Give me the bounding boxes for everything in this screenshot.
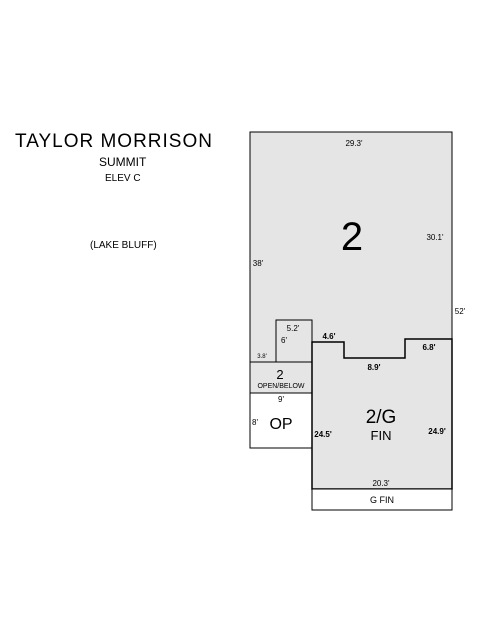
second-floor-label: 2 bbox=[341, 215, 363, 259]
dim-porch-width: 9' bbox=[278, 395, 284, 404]
dim-notch-mid: 8.9' bbox=[367, 363, 380, 372]
dim-notch-right: 6.8' bbox=[422, 343, 435, 352]
model-name: SUMMIT bbox=[99, 155, 147, 169]
elevation-label: ELEV C bbox=[105, 173, 141, 184]
dim-garage-left: 24.5' bbox=[314, 430, 332, 439]
builder-title: TAYLOR MORRISON bbox=[15, 131, 213, 152]
community-label: (LAKE BLUFF) bbox=[90, 240, 157, 251]
dim-top-width: 29.3' bbox=[345, 139, 363, 148]
dim-right-inner: 30.1' bbox=[426, 233, 444, 242]
dim-stair-width: 5.2' bbox=[287, 324, 300, 333]
garage-lower-label: G FIN bbox=[370, 495, 394, 505]
garage-lower-area bbox=[311, 488, 453, 511]
dim-left-height: 38' bbox=[253, 259, 264, 268]
dim-right-total: 52' bbox=[455, 307, 466, 316]
dim-stair-left: 3.8' bbox=[257, 354, 267, 360]
open-below-label: OPEN/BELOW bbox=[257, 383, 304, 390]
dim-garage-right: 24.9' bbox=[428, 427, 446, 436]
garage-upper-sub-label: FIN bbox=[371, 428, 392, 443]
porch-label: OP bbox=[269, 416, 292, 433]
dim-stair-depth: 6' bbox=[281, 336, 287, 345]
open-below-number: 2 bbox=[276, 367, 283, 382]
garage-upper-label: 2/G bbox=[366, 407, 397, 428]
porch-area bbox=[249, 392, 313, 449]
dim-porch-depth: 8' bbox=[252, 418, 258, 427]
dim-garage-width: 20.3' bbox=[372, 479, 390, 488]
dim-notch-left: 4.6' bbox=[322, 332, 335, 341]
